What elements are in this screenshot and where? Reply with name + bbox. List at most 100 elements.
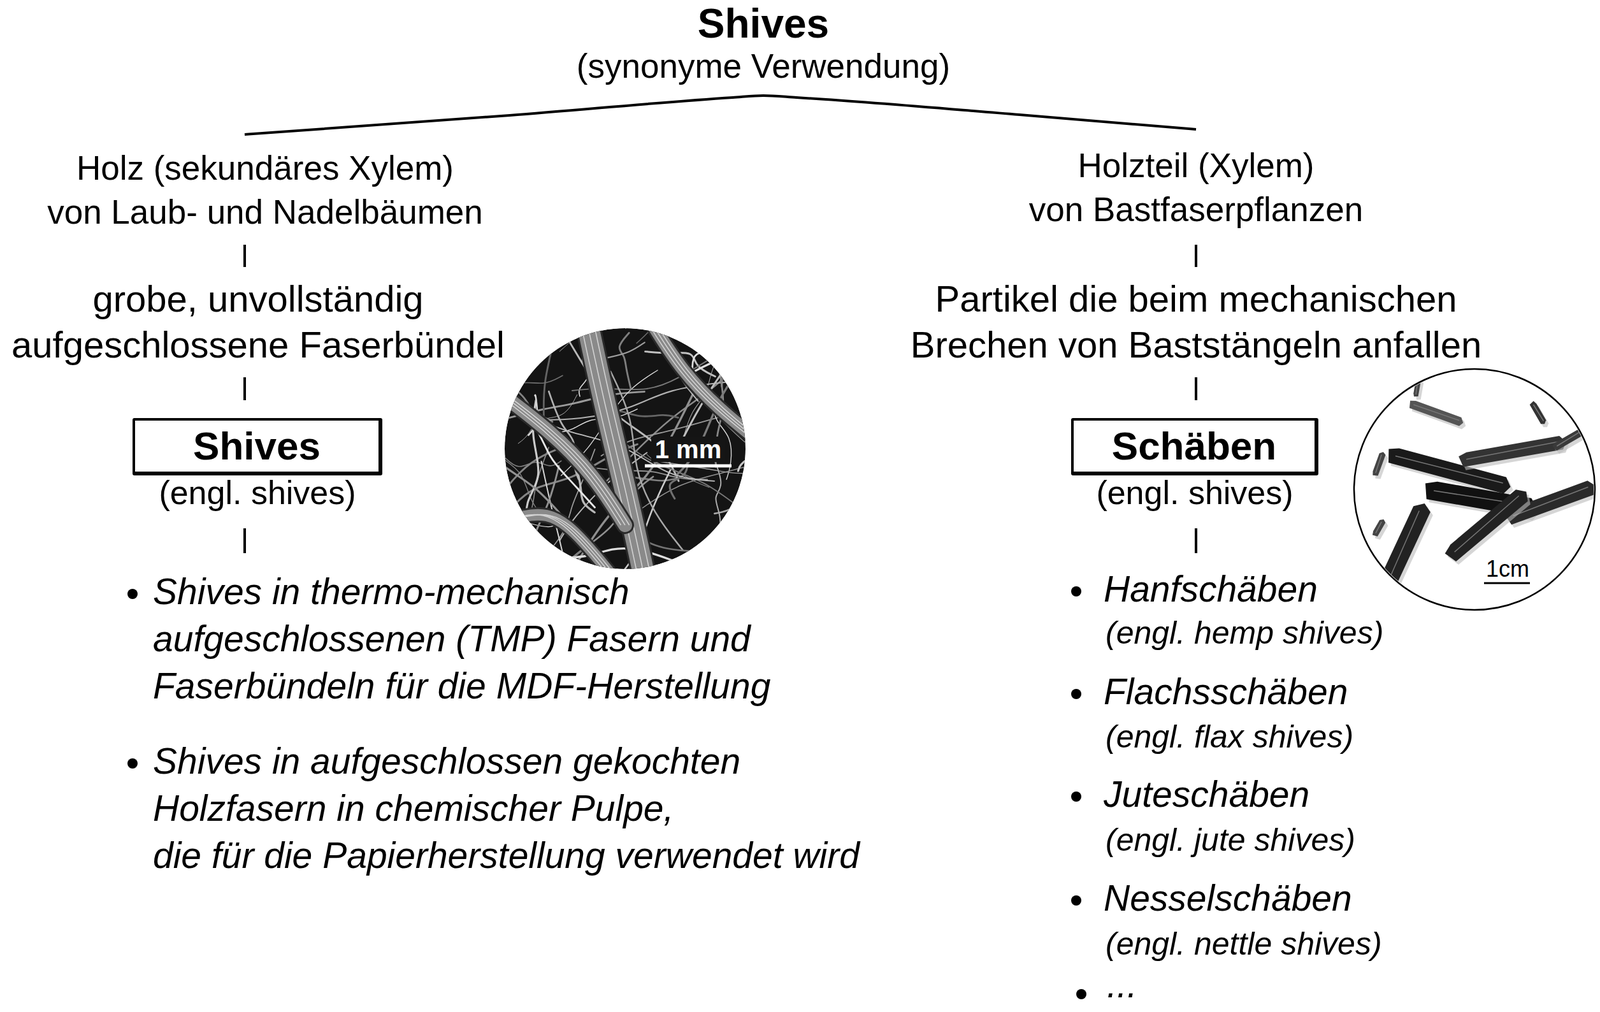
fiber-texture — [593, 321, 651, 577]
fiber-texture — [654, 321, 757, 436]
fiber-texture — [497, 514, 613, 577]
text-line: aufgeschlossenen (TMP) Fasern und — [152, 614, 771, 663]
diagram-title: Shives — [697, 3, 829, 44]
shive-particle — [1412, 377, 1421, 398]
translation-text: (engl. shives) — [1095, 472, 1293, 513]
text-line: Shives — [697, 3, 829, 44]
text-line: Partikel die beim mechanischen — [910, 275, 1482, 322]
shive-particle — [1551, 425, 1589, 452]
fiber — [749, 533, 794, 564]
bullet-dot — [1071, 688, 1082, 700]
bullet-text: Juteschäben — [1103, 772, 1310, 816]
fiber-bundle — [497, 391, 626, 526]
shive-particle — [1371, 450, 1386, 477]
text-line: Juteschäben — [1103, 772, 1310, 816]
fiber — [687, 315, 758, 376]
text-line: Holz (sekundäres Xylem) — [47, 145, 483, 190]
fiber — [650, 526, 723, 589]
fiber-bundle — [497, 514, 613, 577]
particle-grain — [1453, 495, 1520, 552]
fiber-bundle — [586, 321, 645, 577]
translation-text: (engl. flax shives) — [1105, 717, 1354, 756]
term-box: Shives — [132, 418, 383, 476]
bullet-text: Shives in thermo-mechanisch aufgeschloss… — [152, 567, 771, 710]
bullet-text: Flachsschäben — [1103, 669, 1348, 714]
particle-grain — [1386, 511, 1421, 583]
scale-label: 1 mm — [651, 436, 726, 462]
text-line: (engl. nettle shives) — [1105, 924, 1383, 963]
text-line: (engl. flax shives) — [1105, 717, 1354, 756]
text-line: Shives in thermo-mechanisch — [152, 567, 771, 615]
scale-bar — [1484, 582, 1530, 585]
bullet-dot — [1071, 895, 1082, 906]
text-line: die für die Papierherstellung verwendet … — [152, 831, 860, 879]
fiber-bundle — [650, 321, 753, 436]
text-line: Holzteil (Xylem) — [1029, 143, 1363, 188]
bullet-dot — [1071, 586, 1082, 597]
shive-particle — [1376, 499, 1434, 594]
tick-line — [1194, 528, 1198, 554]
particle-grain — [1375, 521, 1383, 534]
term-box: Schäben — [1071, 418, 1319, 476]
particle-grain — [1413, 403, 1460, 422]
text-line: ... — [1106, 962, 1138, 1007]
fiber — [503, 455, 562, 467]
fiber — [559, 222, 648, 352]
shives-photo — [1371, 377, 1600, 598]
fiber-bundle — [650, 321, 753, 436]
fiber — [636, 246, 694, 343]
text-line: Hanfschäben — [1103, 567, 1318, 611]
fiber-texture — [586, 321, 645, 577]
fiber — [737, 440, 800, 471]
fiber-texture — [650, 321, 753, 436]
text-line: Flachsschäben — [1103, 669, 1348, 714]
text-line: von Laub- und Nadelbäumen — [47, 189, 483, 234]
bracket-line — [244, 95, 1197, 135]
bullet-text: Nesselschäben — [1103, 876, 1353, 920]
fiber — [704, 335, 900, 361]
particle-grain — [1415, 380, 1419, 395]
translation-text: (engl. jute shives) — [1105, 820, 1356, 859]
scale-label: 1cm — [1482, 557, 1534, 581]
category-heading: Holz (sekundäres Xylem) von Laub- und Na… — [47, 145, 483, 234]
text-line: grobe, unvollständig — [11, 275, 505, 322]
fiber-texture — [493, 391, 621, 526]
translation-text: (engl. nettle shives) — [1105, 924, 1383, 963]
fiber — [619, 332, 631, 389]
fiber — [430, 398, 569, 524]
tick-line — [1194, 377, 1198, 401]
fiber-texture — [500, 514, 616, 577]
fiber — [746, 349, 851, 468]
text-line: Nesselschäben — [1103, 876, 1353, 920]
term-node: Shives(engl. shives) — [132, 418, 383, 513]
fiber — [741, 396, 812, 415]
text-line: (engl. jute shives) — [1105, 820, 1356, 859]
term-node: Schäben(engl. shives) — [1071, 418, 1319, 513]
fiber — [537, 256, 678, 340]
fiber — [704, 194, 728, 337]
fiber — [543, 261, 577, 422]
fiber — [721, 237, 733, 387]
fiber — [637, 453, 802, 512]
bullet-text: Shives in aufgeschlossen gekochten Holzf… — [152, 737, 860, 879]
bullet-dot — [127, 758, 138, 769]
particle-grain — [1466, 441, 1560, 460]
particle-grain — [1375, 454, 1383, 474]
scale-bar — [644, 464, 732, 468]
bullet-dot — [1076, 988, 1087, 1000]
shive-particle — [1407, 398, 1465, 427]
photo-ground — [1354, 368, 1595, 610]
shive-particle — [1457, 434, 1567, 468]
text-line: Shives in aufgeschlossen gekochten — [152, 737, 860, 785]
text-line: 1 mm — [655, 436, 722, 462]
fiber-bundle — [586, 321, 645, 577]
shive-particle — [1442, 485, 1532, 564]
fiber-texture — [646, 321, 749, 436]
shive-particle — [1371, 518, 1387, 538]
bullet-text: ... — [1106, 962, 1138, 1007]
category-heading: Holzteil (Xylem) von Bastfaserpflanzen — [1029, 143, 1363, 232]
fiber — [751, 553, 914, 575]
tick-line — [243, 244, 246, 267]
text-line: Holzfasern in chemischer Pulpe, — [152, 784, 860, 832]
